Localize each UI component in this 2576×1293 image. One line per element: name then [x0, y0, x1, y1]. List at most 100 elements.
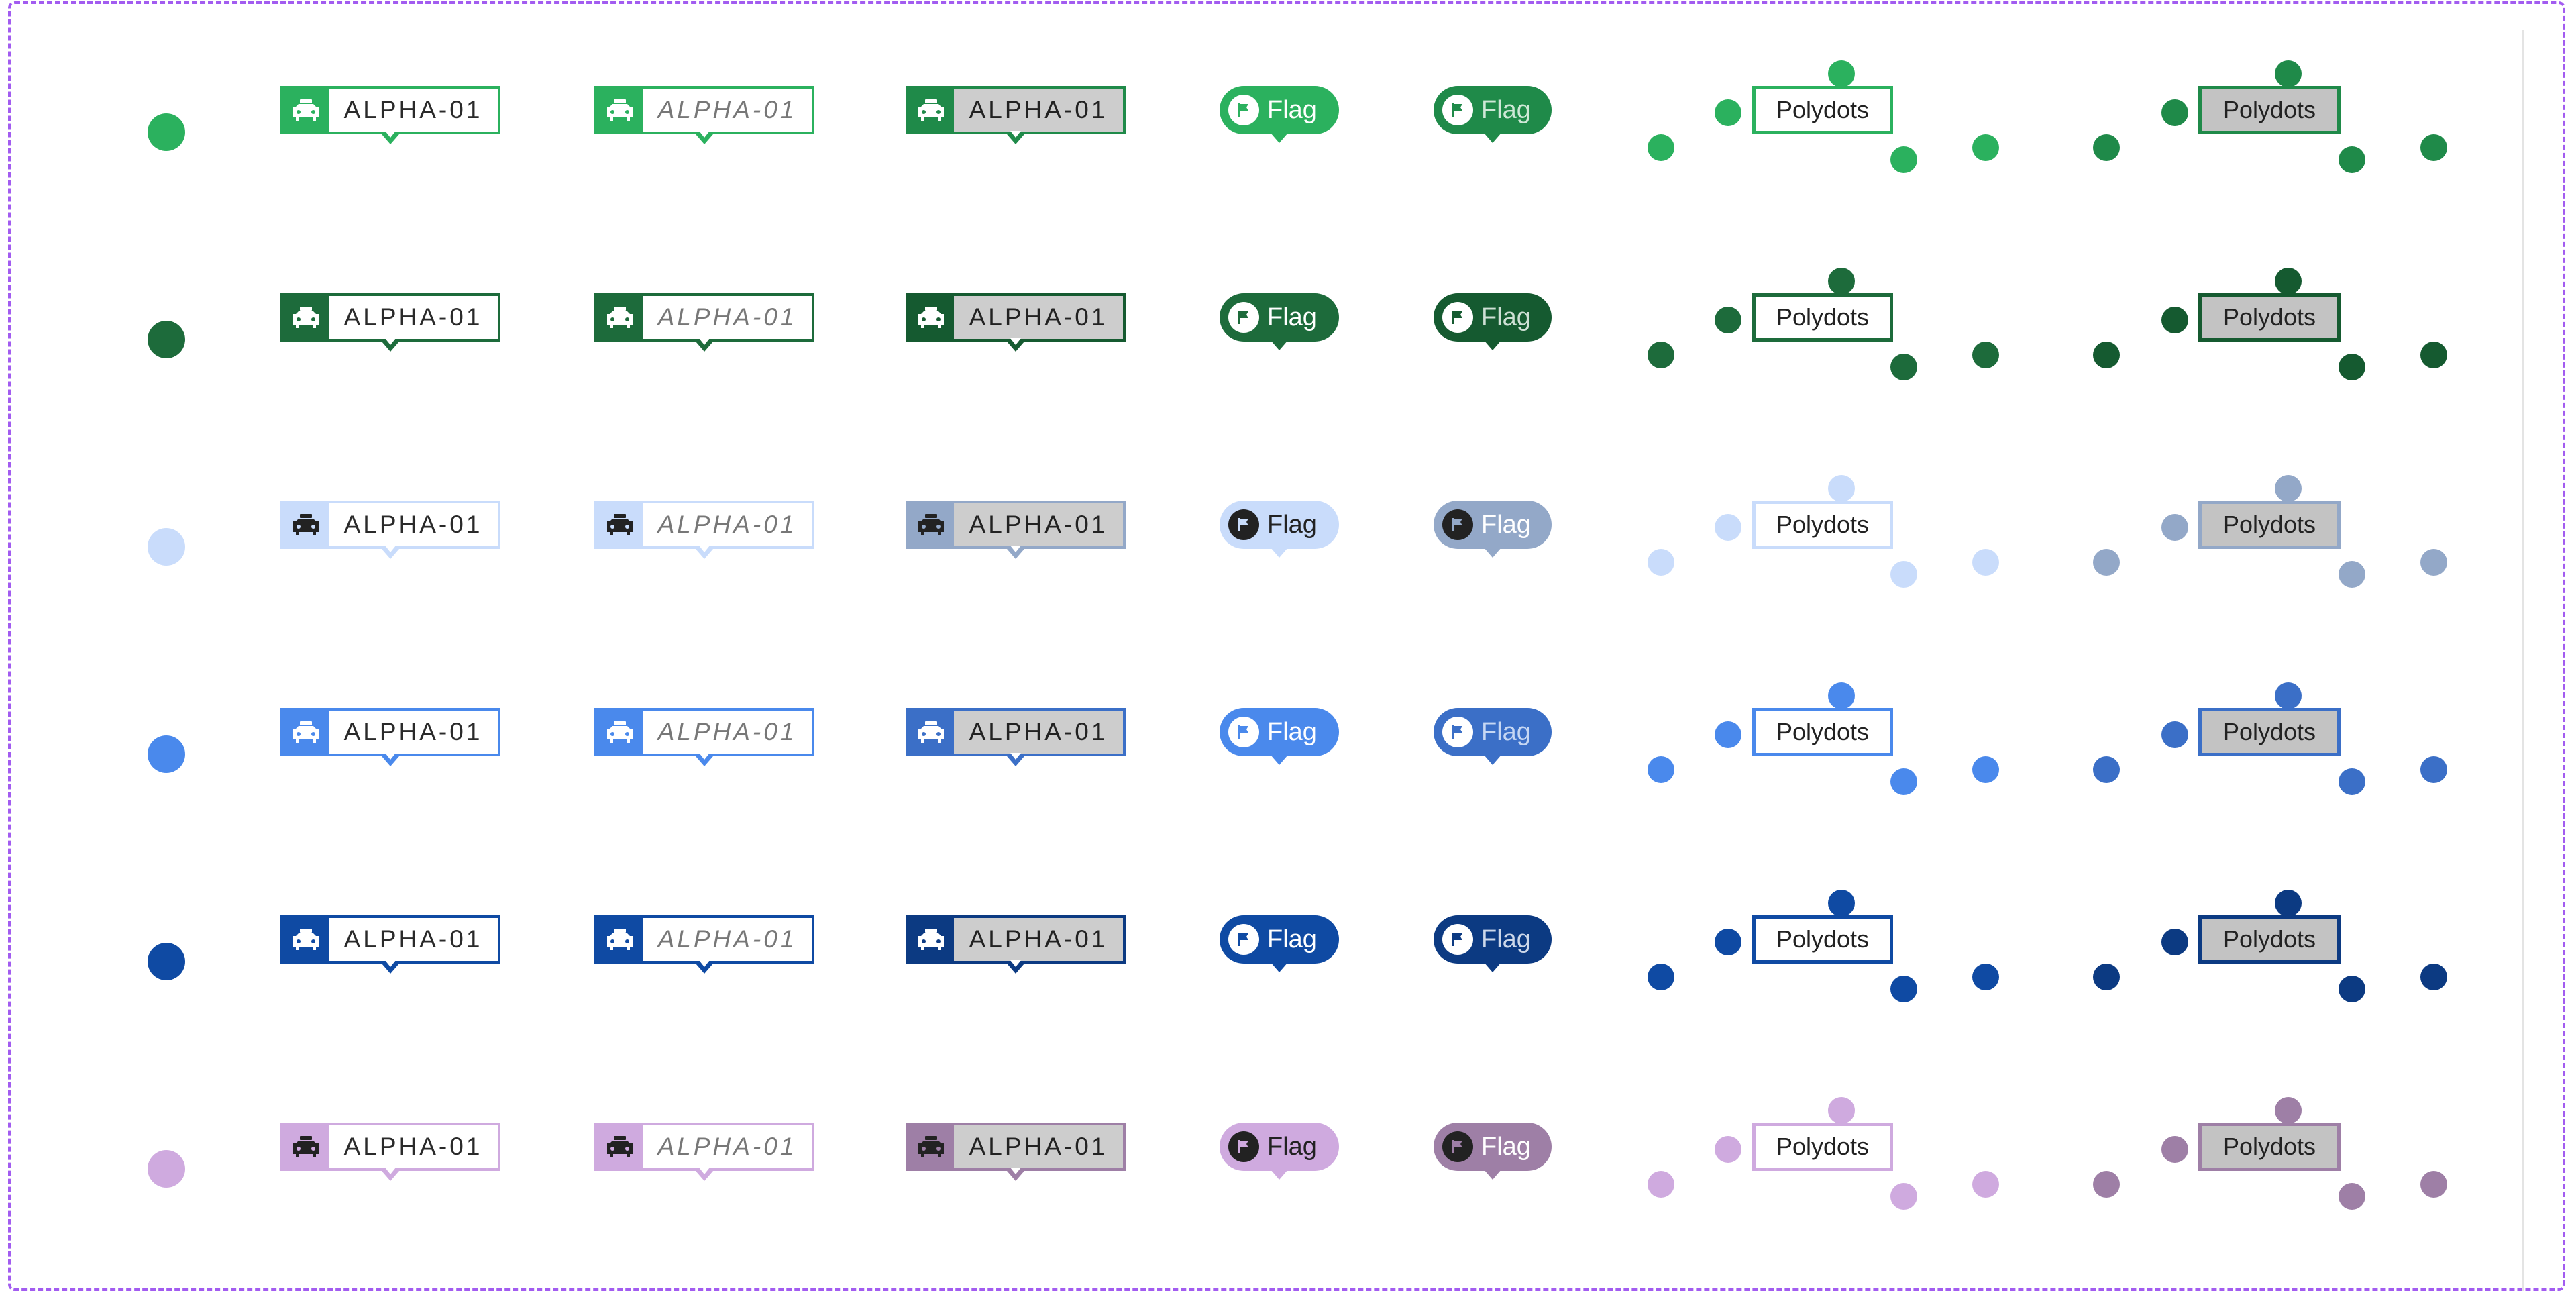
polydot[interactable] — [2420, 756, 2447, 783]
flag-marker[interactable]: Flag — [1220, 293, 1339, 342]
vehicle-label-3[interactable]: ALPHA-01 — [906, 1123, 1126, 1171]
flag-marker-dark[interactable]: Flag — [1434, 708, 1552, 756]
polydots-label[interactable]: Polydots — [1752, 86, 1893, 134]
polydot[interactable] — [2420, 549, 2447, 576]
polydot[interactable] — [1890, 561, 1917, 588]
polydot[interactable] — [2275, 60, 2302, 87]
point-marker[interactable] — [148, 321, 185, 358]
vehicle-label-3[interactable]: ALPHA-01 — [906, 293, 1126, 342]
flag-marker[interactable]: Flag — [1220, 915, 1339, 964]
vehicle-label-1[interactable]: ALPHA-01 — [280, 501, 500, 549]
flag-marker[interactable]: Flag — [1220, 501, 1339, 549]
polydot[interactable] — [1648, 549, 1674, 576]
polydot[interactable] — [2275, 475, 2302, 502]
point-marker[interactable] — [148, 528, 185, 566]
polydot[interactable] — [2420, 342, 2447, 368]
polydot[interactable] — [1890, 146, 1917, 173]
polydots-label-gray[interactable]: Polydots — [2198, 501, 2341, 549]
vehicle-label-1[interactable]: ALPHA-01 — [280, 1123, 500, 1171]
polydot[interactable] — [2275, 890, 2302, 917]
polydot[interactable] — [2161, 721, 2188, 748]
polydot[interactable] — [2161, 99, 2188, 126]
polydot[interactable] — [1648, 134, 1674, 161]
polydot[interactable] — [1972, 964, 1999, 990]
polydot[interactable] — [2093, 549, 2120, 576]
polydot[interactable] — [1715, 514, 1741, 541]
polydots-label-gray[interactable]: Polydots — [2198, 1123, 2341, 1171]
polydot[interactable] — [1715, 307, 1741, 333]
polydot[interactable] — [1715, 721, 1741, 748]
polydot[interactable] — [1715, 99, 1741, 126]
polydot[interactable] — [1828, 682, 1855, 709]
vehicle-label-2[interactable]: ALPHA-01 — [594, 501, 814, 549]
polydot[interactable] — [2420, 134, 2447, 161]
polydot[interactable] — [2339, 354, 2365, 380]
flag-marker[interactable]: Flag — [1220, 86, 1339, 134]
polydot[interactable] — [2093, 964, 2120, 990]
polydots-label-gray[interactable]: Polydots — [2198, 293, 2341, 342]
polydot[interactable] — [1715, 1136, 1741, 1163]
flag-marker-dark[interactable]: Flag — [1434, 501, 1552, 549]
polydot[interactable] — [1890, 976, 1917, 1002]
polydot[interactable] — [2339, 976, 2365, 1002]
polydot[interactable] — [2339, 1183, 2365, 1210]
vehicle-label-2[interactable]: ALPHA-01 — [594, 1123, 814, 1171]
polydot[interactable] — [1648, 964, 1674, 990]
vehicle-label-1[interactable]: ALPHA-01 — [280, 708, 500, 756]
point-marker[interactable] — [148, 735, 185, 773]
polydot[interactable] — [2161, 307, 2188, 333]
polydot[interactable] — [1972, 756, 1999, 783]
polydot[interactable] — [1972, 1171, 1999, 1198]
polydot[interactable] — [2161, 1136, 2188, 1163]
polydot[interactable] — [2093, 756, 2120, 783]
vehicle-label-2[interactable]: ALPHA-01 — [594, 708, 814, 756]
point-marker[interactable] — [148, 113, 185, 151]
polydots-label-gray[interactable]: Polydots — [2198, 708, 2341, 756]
polydot[interactable] — [2093, 134, 2120, 161]
vehicle-label-1[interactable]: ALPHA-01 — [280, 86, 500, 134]
polydot[interactable] — [2275, 268, 2302, 295]
polydots-label-gray[interactable]: Polydots — [2198, 86, 2341, 134]
polydots-label[interactable]: Polydots — [1752, 1123, 1893, 1171]
polydot[interactable] — [1828, 268, 1855, 295]
polydot[interactable] — [2275, 682, 2302, 709]
polydot[interactable] — [1715, 929, 1741, 955]
flag-marker-dark[interactable]: Flag — [1434, 86, 1552, 134]
polydot[interactable] — [1972, 549, 1999, 576]
flag-marker-dark[interactable]: Flag — [1434, 293, 1552, 342]
vehicle-label-1[interactable]: ALPHA-01 — [280, 915, 500, 964]
polydot[interactable] — [2093, 342, 2120, 368]
vehicle-label-3[interactable]: ALPHA-01 — [906, 708, 1126, 756]
vehicle-label-2[interactable]: ALPHA-01 — [594, 293, 814, 342]
point-marker[interactable] — [148, 943, 185, 980]
polydot[interactable] — [1890, 354, 1917, 380]
polydot[interactable] — [2161, 514, 2188, 541]
polydot[interactable] — [2420, 1171, 2447, 1198]
vehicle-label-3[interactable]: ALPHA-01 — [906, 501, 1126, 549]
polydot[interactable] — [1972, 134, 1999, 161]
polydot[interactable] — [1890, 768, 1917, 795]
polydot[interactable] — [1648, 756, 1674, 783]
polydot[interactable] — [2093, 1171, 2120, 1198]
vehicle-label-3[interactable]: ALPHA-01 — [906, 915, 1126, 964]
polydot[interactable] — [2275, 1097, 2302, 1124]
scrollbar-track[interactable] — [2522, 30, 2524, 1291]
vehicle-label-2[interactable]: ALPHA-01 — [594, 915, 814, 964]
polydot[interactable] — [1890, 1183, 1917, 1210]
polydots-label[interactable]: Polydots — [1752, 708, 1893, 756]
polydot[interactable] — [1648, 1171, 1674, 1198]
polydot[interactable] — [2339, 146, 2365, 173]
vehicle-label-1[interactable]: ALPHA-01 — [280, 293, 500, 342]
polydots-label[interactable]: Polydots — [1752, 915, 1893, 964]
polydot[interactable] — [1828, 890, 1855, 917]
flag-marker-dark[interactable]: Flag — [1434, 1123, 1552, 1171]
polydots-label-gray[interactable]: Polydots — [2198, 915, 2341, 964]
polydot[interactable] — [1648, 342, 1674, 368]
flag-marker[interactable]: Flag — [1220, 1123, 1339, 1171]
polydot[interactable] — [2161, 929, 2188, 955]
vehicle-label-3[interactable]: ALPHA-01 — [906, 86, 1126, 134]
polydot[interactable] — [2420, 964, 2447, 990]
flag-marker-dark[interactable]: Flag — [1434, 915, 1552, 964]
polydot[interactable] — [1828, 1097, 1855, 1124]
flag-marker[interactable]: Flag — [1220, 708, 1339, 756]
